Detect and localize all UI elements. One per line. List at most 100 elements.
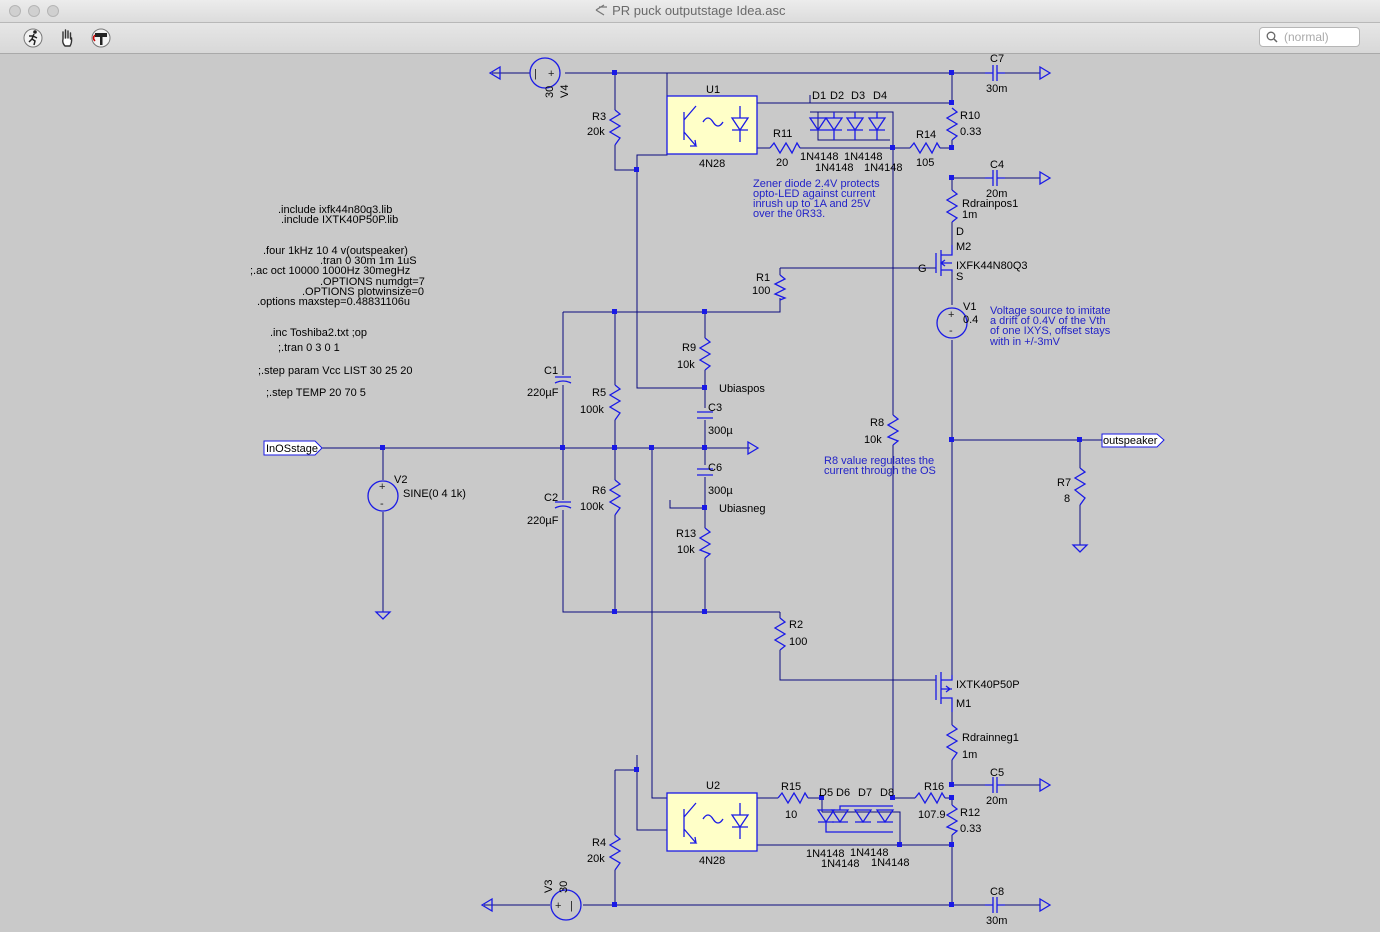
run-button[interactable] bbox=[21, 26, 45, 50]
svg-text:U1: U1 bbox=[706, 84, 720, 96]
ground-arrow-v4[interactable] bbox=[488, 65, 501, 81]
resistor-r10[interactable]: R10 0.33 bbox=[945, 107, 981, 141]
window-title-wrap: PR puck outputstage Idea.asc bbox=[0, 3, 1380, 18]
capacitor-c7[interactable]: C7 30m bbox=[985, 53, 1007, 95]
resistor-rdrainpos1[interactable]: Rdrainpos1 1m bbox=[945, 189, 1018, 223]
wires bbox=[320, 72, 1102, 906]
minimize-button[interactable] bbox=[28, 5, 40, 17]
mosfet-m1[interactable]: IXTK40P50P M1 bbox=[935, 672, 1020, 712]
resistor-r8[interactable]: R8 10k bbox=[864, 414, 900, 446]
svg-text:C4: C4 bbox=[990, 159, 1004, 171]
net-label-output[interactable]: outspeaker bbox=[1101, 433, 1165, 448]
search-placeholder: (normal) bbox=[1284, 30, 1329, 44]
resistor-r16[interactable]: R16 107.9 bbox=[914, 781, 946, 821]
resistor-r9[interactable]: R9 10k bbox=[677, 337, 712, 371]
svg-text:R4: R4 bbox=[592, 837, 606, 849]
resistor-r5[interactable]: R5 100k bbox=[580, 384, 622, 421]
resistor-r13[interactable]: R13 10k bbox=[676, 527, 712, 559]
comment-r8[interactable]: R8 value regulates the current through t… bbox=[824, 455, 936, 477]
svg-text:a drift of 0.4V of the Vth: a drift of 0.4V of the Vth bbox=[990, 315, 1106, 327]
svg-text:1N4148: 1N4148 bbox=[815, 162, 854, 174]
svg-text:|: | bbox=[570, 900, 573, 912]
resistor-r2[interactable]: R2 100 bbox=[773, 617, 807, 651]
svg-text:R10: R10 bbox=[960, 110, 980, 122]
svg-text:.options maxstep=0.48831106u: .options maxstep=0.48831106u bbox=[257, 296, 410, 308]
source-v4[interactable]: | + 30 V4 bbox=[529, 57, 571, 98]
comment-v1[interactable]: Voltage source to imitate a drift of 0.4… bbox=[989, 305, 1111, 348]
svg-text:D1: D1 bbox=[812, 90, 826, 102]
resistor-r11[interactable]: R11 20 bbox=[769, 128, 801, 169]
capacitor-c1[interactable]: C1 220µF bbox=[527, 365, 572, 399]
mosfet-m2[interactable]: D M2 IXFK44N80Q3 G S bbox=[918, 226, 1028, 283]
search-box[interactable]: (normal) bbox=[1259, 27, 1360, 47]
capacitor-c2[interactable]: C2 220µF bbox=[527, 492, 572, 527]
close-button[interactable] bbox=[9, 5, 21, 17]
ground-arrow-v3[interactable] bbox=[480, 897, 493, 913]
optocoupler-u2[interactable]: U2 4N28 bbox=[666, 780, 758, 867]
net-label-ubiaspos[interactable]: Ubiaspos bbox=[719, 383, 765, 395]
v3-value: 30 bbox=[558, 881, 570, 893]
capacitor-c5[interactable]: C5 20m bbox=[985, 767, 1007, 807]
toolbar: (normal) bbox=[0, 23, 1380, 54]
ground-r7[interactable] bbox=[1071, 544, 1089, 553]
v1-name: V1 bbox=[963, 301, 976, 313]
resistor-r6[interactable]: R6 100k bbox=[580, 479, 622, 516]
resistor-r1[interactable]: R1 100 bbox=[752, 272, 787, 301]
svg-text:Rdrainpos1: Rdrainpos1 bbox=[962, 198, 1018, 210]
svg-text:1N4148: 1N4148 bbox=[864, 162, 903, 174]
diode-string-top[interactable]: D1 D2 D3 D4 1N4148 1N4148 1N4148 1N4148 bbox=[800, 90, 903, 174]
svg-text:.inc Toshiba2.txt ;op: .inc Toshiba2.txt ;op bbox=[270, 327, 367, 339]
ground-arrow-c7[interactable] bbox=[1039, 65, 1052, 81]
comment-zener[interactable]: Zener diode 2.4V protects opto-LED again… bbox=[753, 178, 880, 220]
svg-text:C6: C6 bbox=[708, 462, 722, 474]
svg-text:of one IXYS, offset stays: of one IXYS, offset stays bbox=[990, 325, 1111, 337]
svg-text:R15: R15 bbox=[781, 781, 801, 793]
svg-text:R8 value regulates the: R8 value regulates the bbox=[824, 455, 934, 467]
svg-text:1N4148: 1N4148 bbox=[821, 858, 860, 870]
schematic[interactable]: | + 30 V4 + | V3 30 + - V2 SINE(0 4 1k) … bbox=[0, 53, 1380, 927]
svg-text:R2: R2 bbox=[789, 619, 803, 631]
svg-text:107.9: 107.9 bbox=[918, 809, 946, 821]
capacitor-c4[interactable]: C4 20m bbox=[985, 159, 1007, 200]
capacitor-c8[interactable]: C8 30m bbox=[985, 886, 1007, 927]
svg-text:30m: 30m bbox=[986, 83, 1007, 95]
resistor-r3[interactable]: R3 20k bbox=[587, 109, 622, 146]
ground-arrow-c4[interactable] bbox=[1039, 170, 1052, 186]
schematic-canvas[interactable]: | + 30 V4 + | V3 30 + - V2 SINE(0 4 1k) … bbox=[0, 53, 1380, 927]
svg-text:R8: R8 bbox=[870, 417, 884, 429]
source-v3[interactable]: + | V3 30 bbox=[543, 880, 582, 921]
v3-name: V3 bbox=[543, 880, 555, 893]
resistor-r4[interactable]: R4 20k bbox=[587, 834, 622, 871]
spice-directives[interactable]: .include ixfk44n80q3.lib .include IXTK40… bbox=[250, 204, 425, 399]
resistor-r7[interactable]: R7 8 bbox=[1057, 467, 1087, 506]
zoom-button[interactable] bbox=[47, 5, 59, 17]
halt-button[interactable] bbox=[89, 26, 113, 50]
svg-text:100k: 100k bbox=[580, 404, 604, 416]
ground-arrow-c8[interactable] bbox=[1039, 897, 1052, 913]
ground-arrow-c5[interactable] bbox=[1039, 777, 1052, 793]
svg-text:R5: R5 bbox=[592, 387, 606, 399]
pan-button[interactable] bbox=[55, 26, 79, 50]
optocoupler-u1[interactable]: U1 4N28 bbox=[666, 84, 758, 170]
source-v1[interactable]: + - V1 0.4 bbox=[936, 301, 978, 339]
svg-text:+: + bbox=[379, 481, 385, 493]
diode-string-bottom[interactable]: D5 D6 D7 D8 1N4148 1N4148 1N4148 1N4148 bbox=[806, 787, 910, 870]
svg-text:.OPTIONS plotwinsize=0: .OPTIONS plotwinsize=0 bbox=[302, 286, 424, 298]
source-v2[interactable]: + - V2 SINE(0 4 1k) bbox=[367, 474, 466, 512]
ground-arrow-mid[interactable] bbox=[747, 440, 760, 456]
svg-text:over the 0R33.: over the 0R33. bbox=[753, 208, 825, 220]
resistor-rdrainneg1[interactable]: Rdrainneg1 1m bbox=[945, 724, 1019, 761]
net-label-ubiasneg[interactable]: Ubiasneg bbox=[719, 503, 765, 515]
resistor-r12[interactable]: R12 0.33 bbox=[945, 804, 981, 836]
ground-v2[interactable] bbox=[374, 611, 392, 620]
resistor-r15[interactable]: R15 10 bbox=[777, 781, 809, 821]
capacitor-c6[interactable]: C6 300µ bbox=[697, 462, 733, 497]
net-label-input[interactable]: InOSstage bbox=[263, 440, 323, 456]
capacitor-c3[interactable]: C3 300µ bbox=[697, 402, 733, 437]
ground-symbols bbox=[374, 65, 1089, 913]
svg-text:D2: D2 bbox=[830, 90, 844, 102]
svg-text:.include ixfk44n80q3.lib: .include ixfk44n80q3.lib bbox=[278, 204, 392, 216]
resistor-r14[interactable]: R14 105 bbox=[909, 129, 941, 169]
svg-text:M2: M2 bbox=[956, 241, 971, 253]
svg-text:Zener diode 2.4V protects: Zener diode 2.4V protects bbox=[753, 178, 880, 190]
